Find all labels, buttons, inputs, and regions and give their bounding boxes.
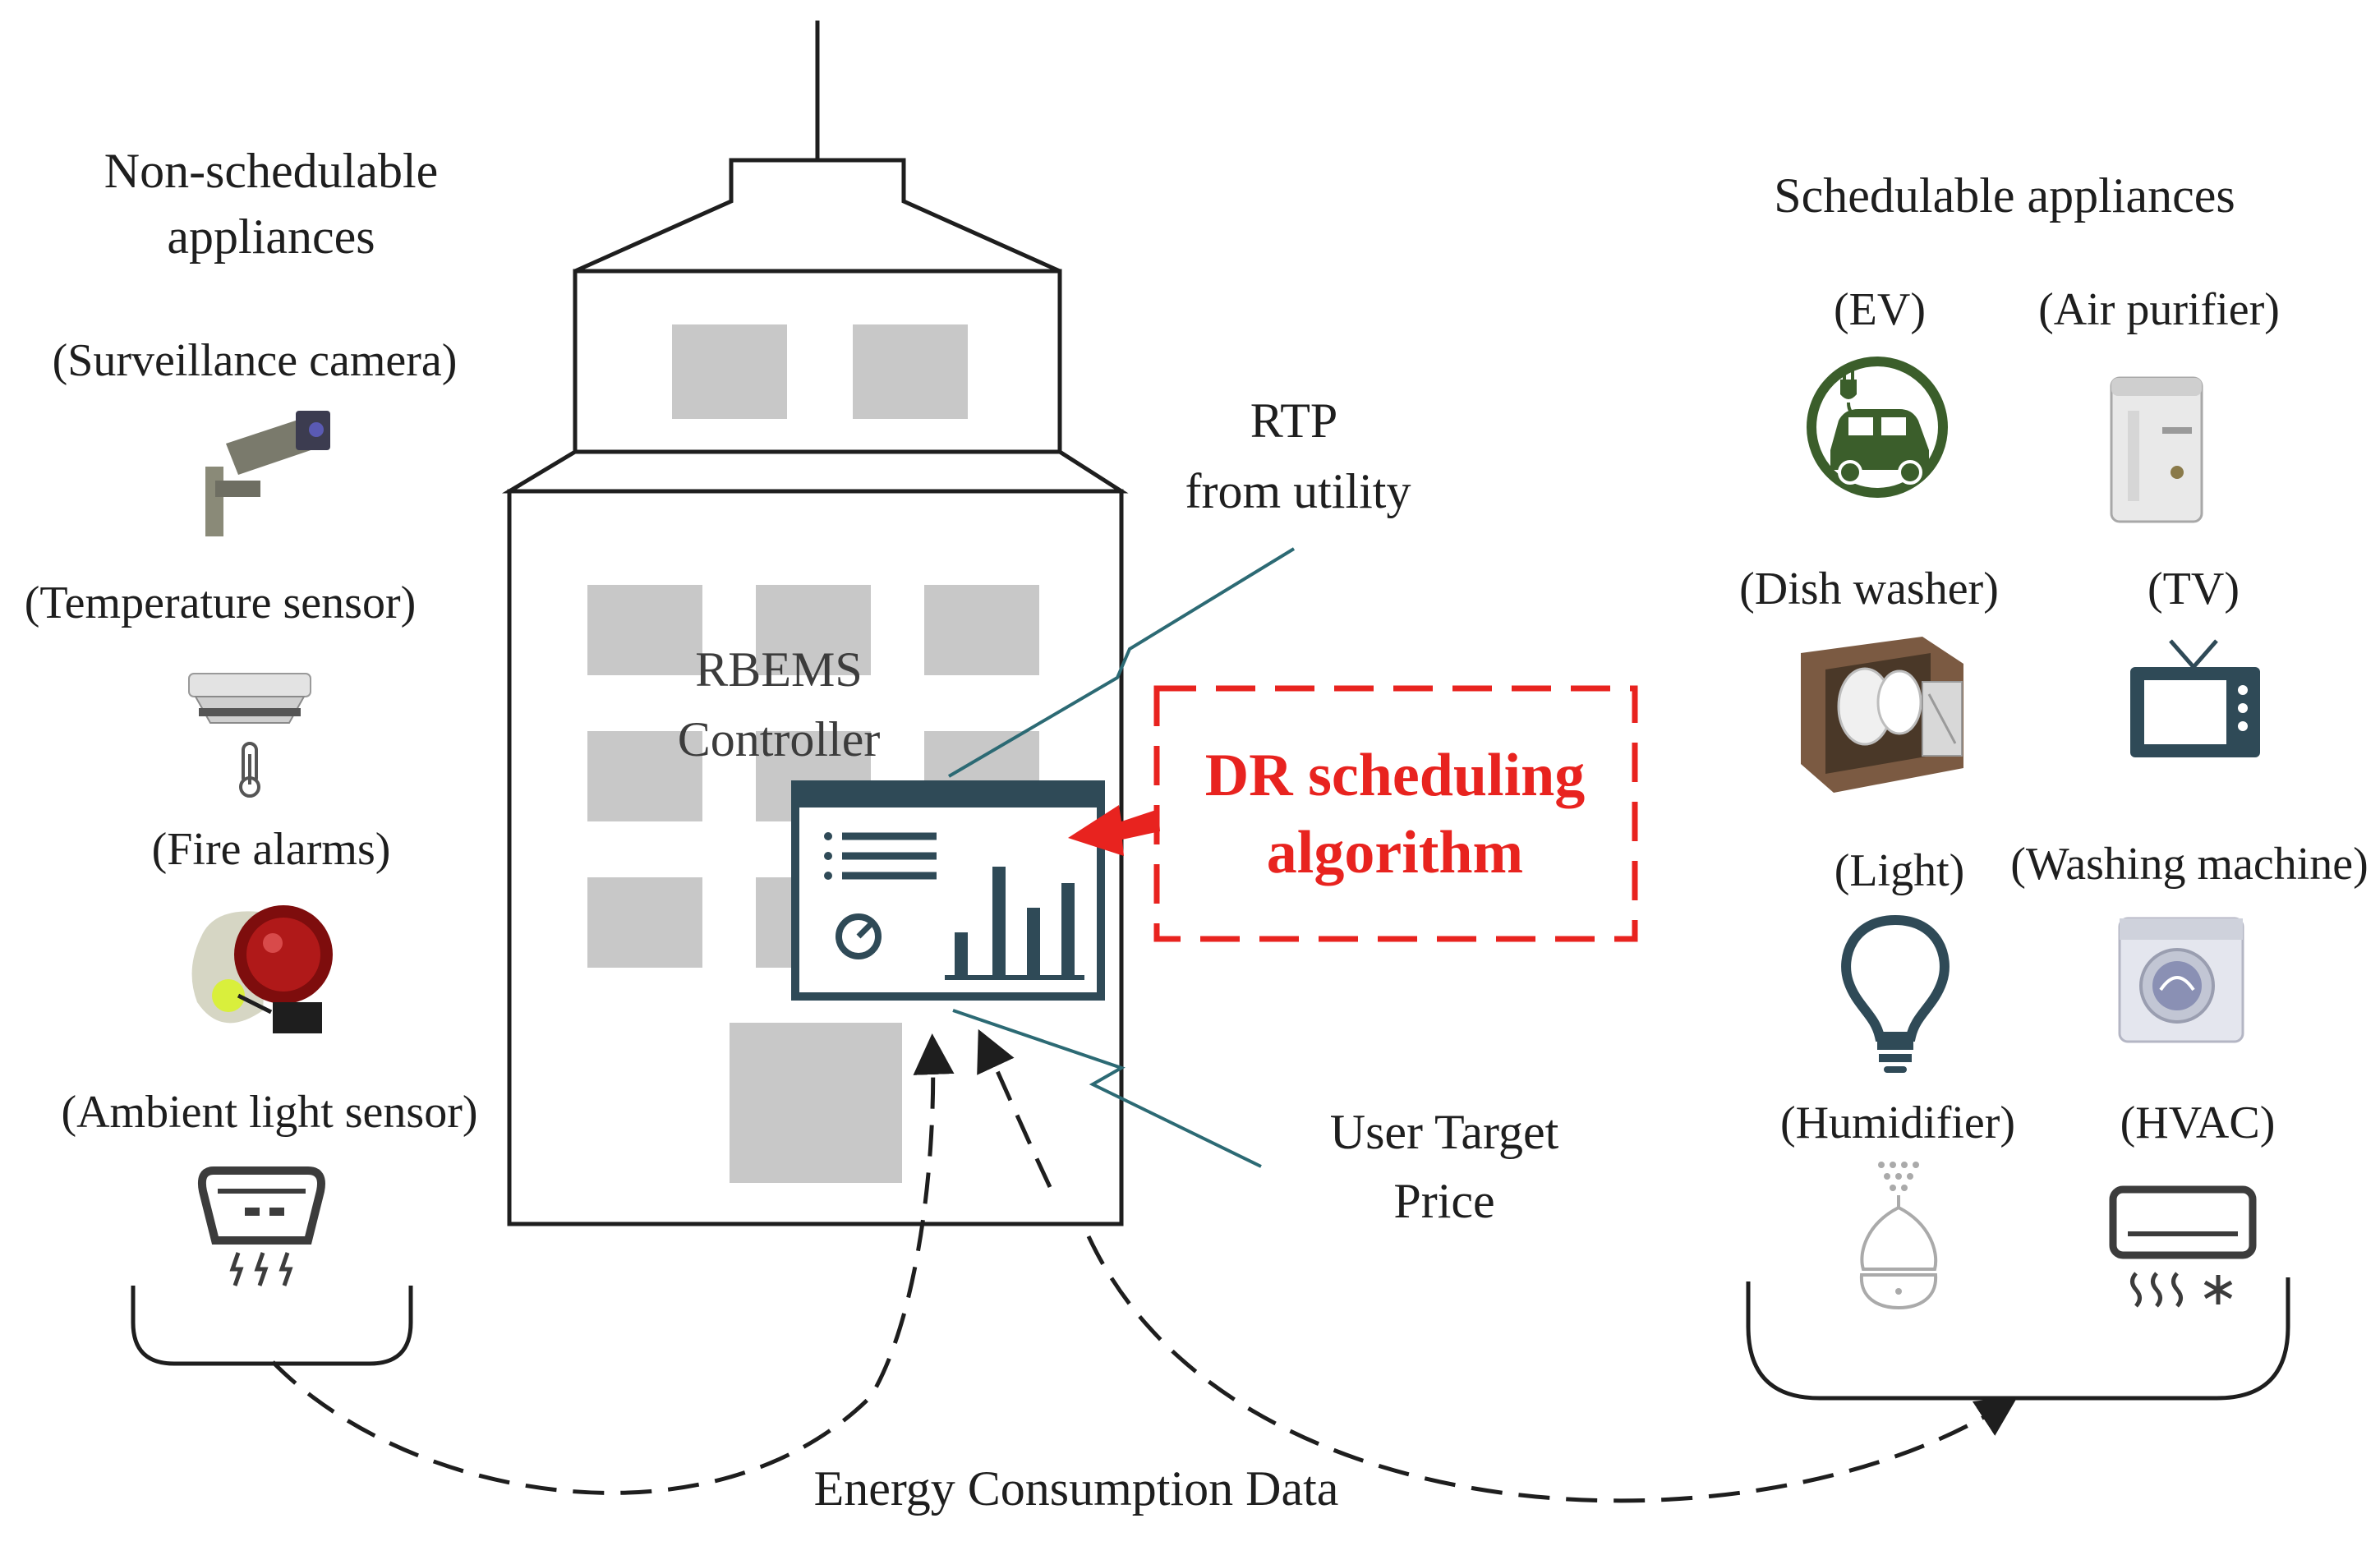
- device-label-washing-machine: (Washing machine): [2010, 839, 2368, 890]
- energy-flow-arrow-right: [1086, 1235, 2019, 1503]
- building-window: [587, 877, 702, 968]
- building-shoulder: [501, 449, 1129, 494]
- dr-scheduling-box: [1153, 685, 1638, 942]
- tv-icon: [2130, 639, 2260, 757]
- building-window: [853, 324, 968, 419]
- user-price-lightning-link: [952, 1009, 1262, 1168]
- right-appliance-bracket: [1746, 1277, 2290, 1401]
- device-label-fire-alarms: (Fire alarms): [152, 824, 391, 875]
- user-price-label-line1: User Target: [1330, 1105, 1559, 1159]
- dr-label-line1: DR scheduling: [1205, 742, 1586, 809]
- building-window: [672, 324, 787, 419]
- device-label-camera: (Surveillance camera): [53, 335, 458, 386]
- building-door: [730, 1023, 902, 1183]
- rtp-label-line1: RTP: [1250, 393, 1337, 448]
- energy-flow-arrow-left: [271, 1033, 955, 1495]
- left-appliance-bracket: [131, 1286, 413, 1366]
- building-roof-cap: [573, 158, 1061, 274]
- right-panel-title: Schedulable appliances: [1774, 168, 2235, 223]
- rtp-lightning-link: [947, 547, 1296, 778]
- device-label-ev: (EV): [1834, 284, 1926, 335]
- dashboard-icon: [791, 780, 1105, 1001]
- hvac-icon: [2109, 1185, 2257, 1308]
- building-window: [756, 585, 871, 675]
- temperature-sensor-icon: [188, 673, 311, 798]
- building-window: [924, 585, 1039, 675]
- device-label-tv: (TV): [2148, 564, 2240, 614]
- device-label-hvac: (HVAC): [2120, 1097, 2276, 1148]
- rtp-label-line2: from utility: [1185, 464, 1411, 518]
- left-panel-title-line1: Non-schedulable: [104, 144, 439, 198]
- dr-label-line2: algorithm: [1267, 819, 1523, 886]
- controller-label-line1: RBEMS: [695, 642, 862, 697]
- building-window: [587, 731, 702, 821]
- air-purifier-icon: [2110, 376, 2203, 523]
- device-label-temperature-sensor: (Temperature sensor): [25, 577, 417, 628]
- device-label-ambient-light-sensor: (Ambient light sensor): [61, 1087, 477, 1138]
- dishwasher-icon: [1801, 637, 1963, 793]
- left-panel-title-line2: appliances: [167, 209, 375, 264]
- building-top-section: [573, 269, 1062, 454]
- light-sensor-icon: [197, 1166, 325, 1286]
- device-label-light: (Light): [1834, 845, 1965, 896]
- dr-red-arrow: [1068, 805, 1160, 856]
- building-window: [587, 585, 702, 675]
- camera-icon: [205, 411, 330, 536]
- controller-label-line2: Controller: [678, 712, 881, 766]
- fire-alarm-icon: [191, 905, 333, 1033]
- energy-consumption-label: Energy Consumption Data: [814, 1461, 1339, 1516]
- building: RBEMS Controller: [501, 21, 1129, 1226]
- washing-machine-icon: [2118, 917, 2244, 1043]
- user-price-label-line2: Price: [1393, 1174, 1494, 1228]
- device-label-dish-washer: (Dish washer): [1739, 564, 1999, 614]
- lightbulb-icon: [1841, 914, 1950, 1073]
- device-label-air-purifier: (Air purifier): [2038, 284, 2280, 335]
- ev-icon: [1807, 357, 1948, 498]
- energy-flow-arrow-middle: [977, 1028, 1052, 1189]
- device-label-humidifier: (Humidifier): [1780, 1097, 2015, 1148]
- humidifier-icon: [1859, 1162, 1938, 1310]
